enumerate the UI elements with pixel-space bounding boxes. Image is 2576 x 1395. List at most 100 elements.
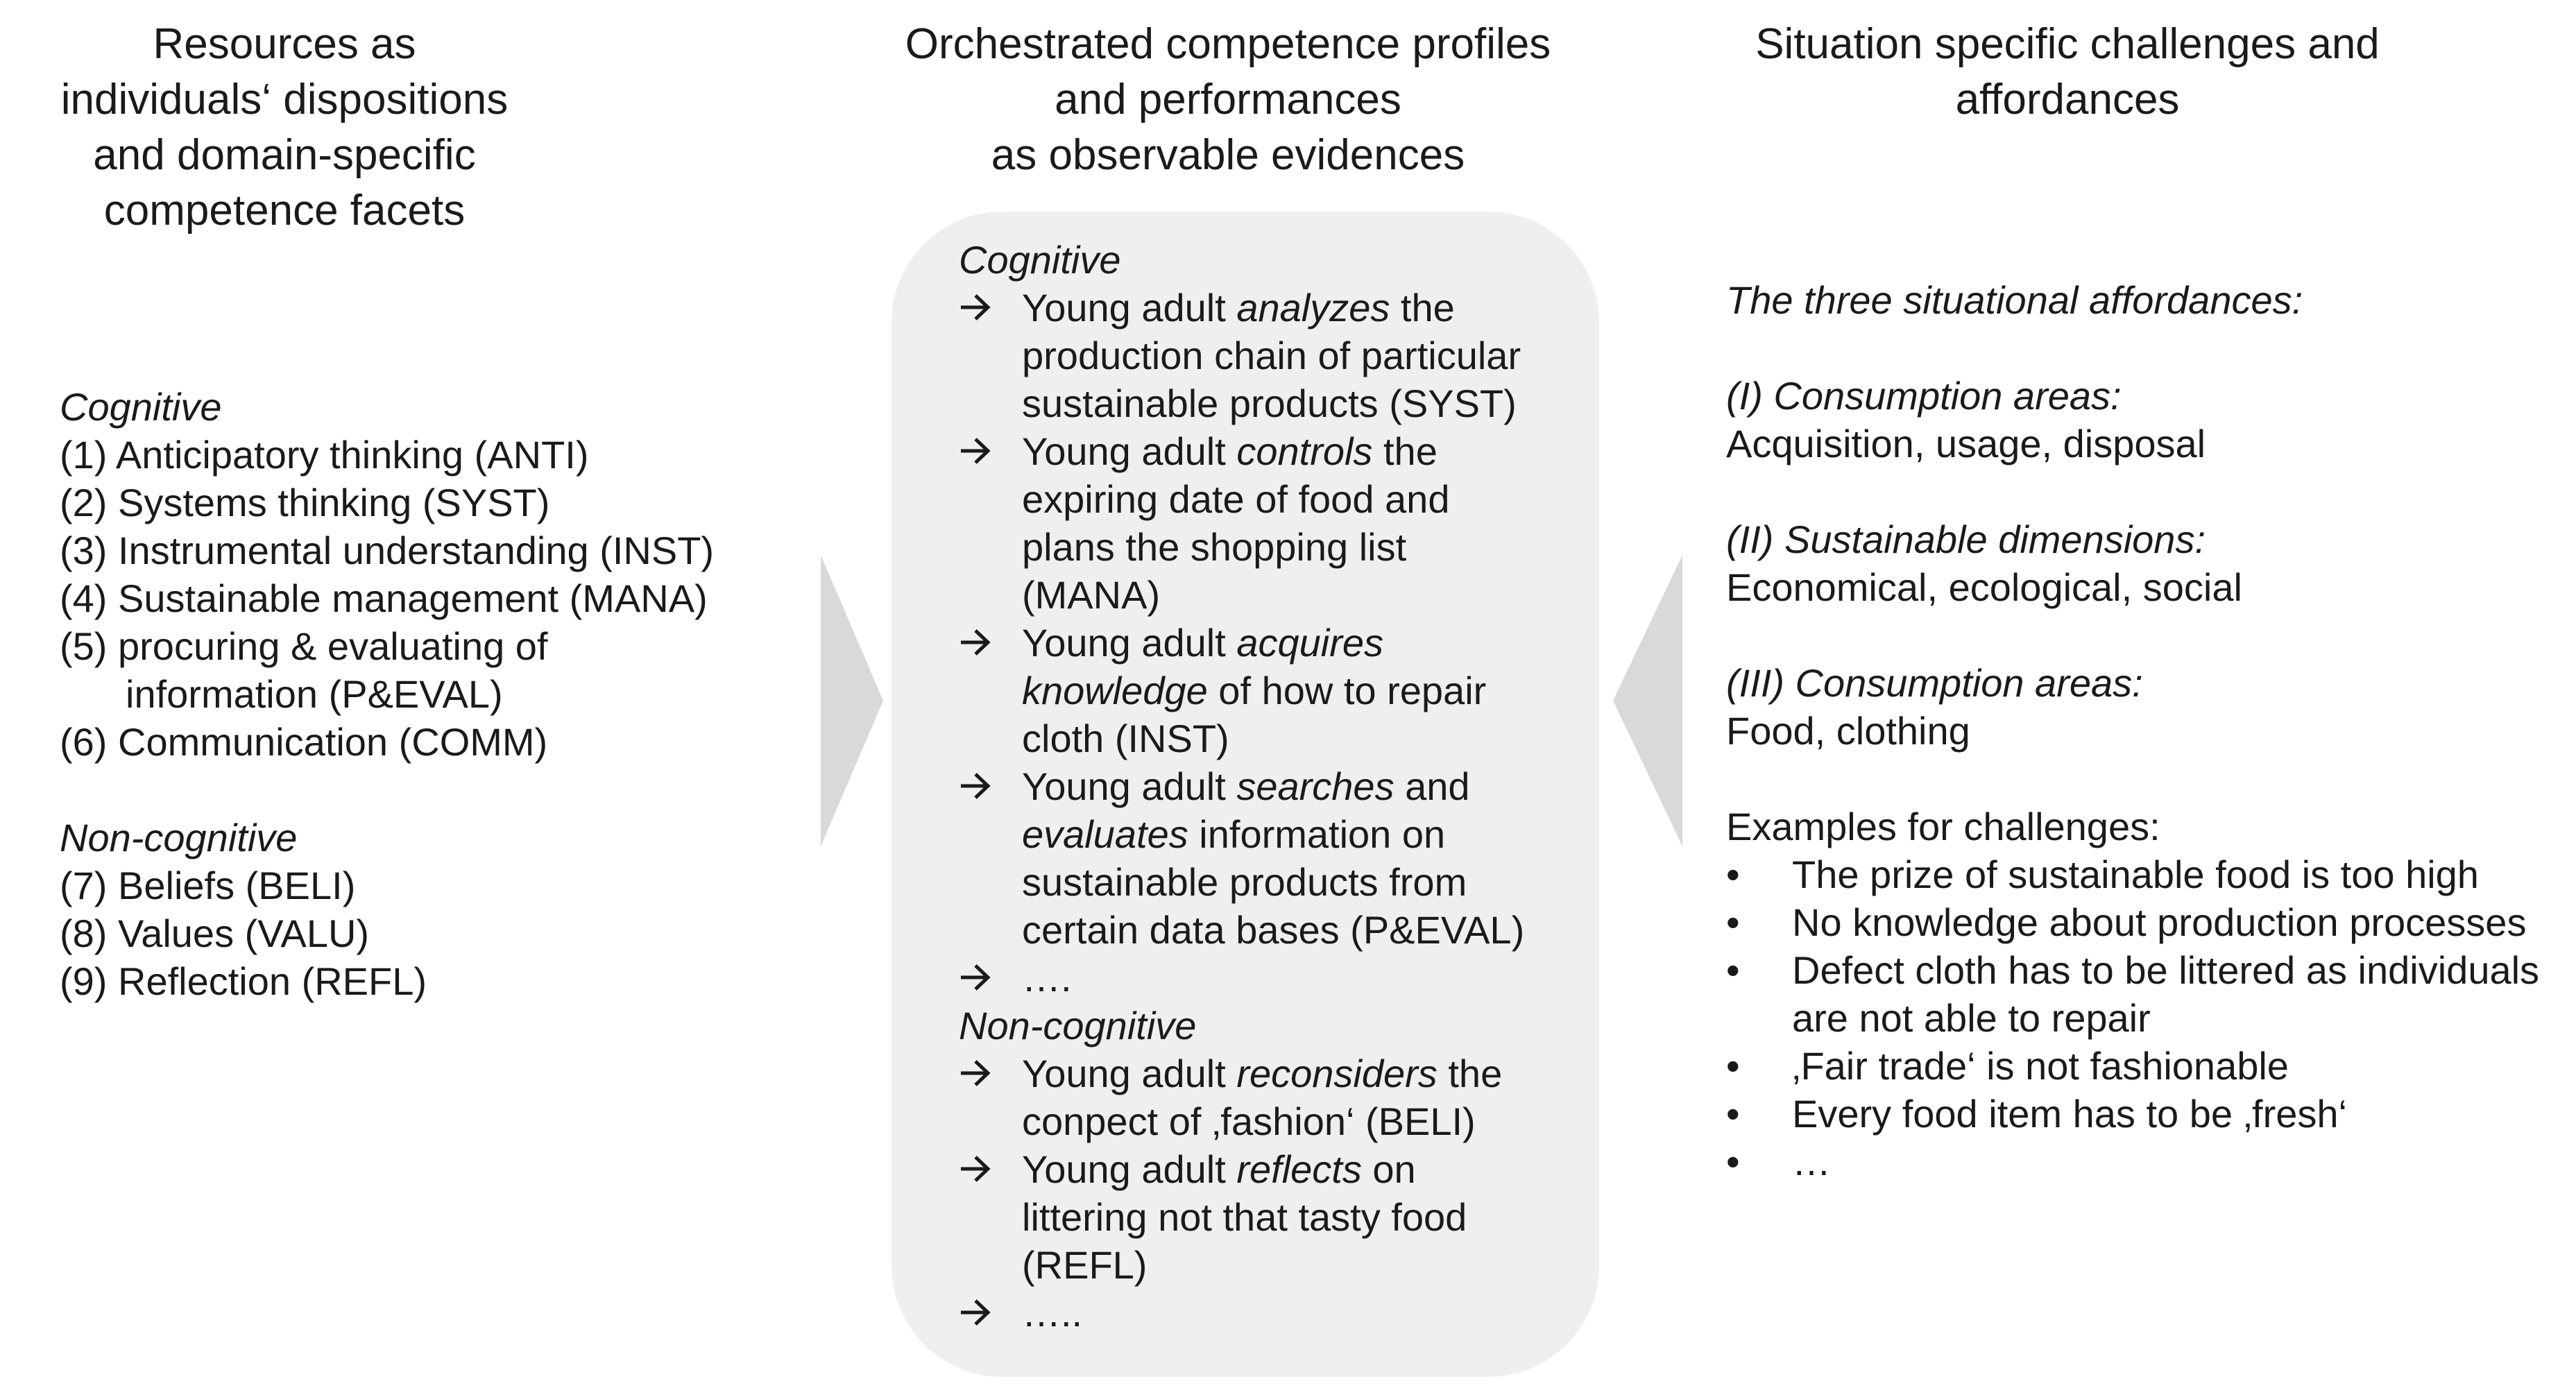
evidence-verb: knowledge [1022, 669, 1208, 712]
evidence-text: Young adult [1022, 621, 1237, 665]
evidence-text: plans the shopping list [1022, 525, 1407, 569]
challenge-item: •Every food item has to be ‚fresh‘ [1726, 1090, 2559, 1138]
resource-number: (5) [60, 624, 118, 668]
evidence-item: ….. [959, 1289, 1569, 1337]
affordances-list: The three situational affordances: (I) C… [1726, 276, 2559, 1186]
chevron-left-icon [1613, 555, 1682, 846]
resource-item: information (P&EVAL) [60, 670, 795, 718]
left-title-line: Resources as [153, 20, 416, 68]
evidence-text: ….. [1022, 1291, 1083, 1335]
resource-item: (4) Sustainable management (MANA) [60, 574, 795, 622]
evidence-text: …. [1022, 956, 1072, 1000]
left-column-title: Resources as individuals‘ dispositions and… [21, 17, 548, 239]
evidence-text: sustainable products (SYST) [1022, 382, 1517, 425]
evidence-panel [892, 212, 1599, 1377]
evidence-verb: searches [1236, 764, 1394, 808]
middle-column-title: Orchestrated competence profiles and perf… [881, 17, 1575, 183]
resource-number: (8) [60, 912, 118, 955]
resource-item: (6) Communication (COMM) [60, 718, 795, 766]
evidence-line: sustainable products (SYST) [1022, 379, 1569, 427]
middle-title-line: and performances [1055, 76, 1401, 123]
evidence-text: production chain of particular [1022, 334, 1521, 377]
evidence-text: Young adult [1022, 764, 1237, 808]
section-gap [1726, 611, 2559, 659]
right-arrow-icon [959, 619, 1003, 667]
middle-title-line: Orchestrated competence profiles [905, 20, 1551, 68]
evidence-text: expiring date of food and [1022, 477, 1450, 521]
evidence-text: conpect of ‚fashion‘ (BELI) [1022, 1099, 1476, 1143]
challenge-item: •Defect cloth has to be littered as indi… [1726, 946, 2559, 1042]
evidence-verb: controls [1236, 429, 1373, 473]
affordance-heading: (III) Consumption areas: [1726, 661, 2143, 705]
challenge-text: The prize of sustainable food is too hig… [1792, 853, 2479, 896]
affordance-values: Economical, ecological, social [1726, 565, 2242, 609]
evidence-line: (MANA) [1022, 571, 1569, 619]
resource-item: (9) Reflection (REFL) [60, 957, 795, 1005]
evidence-line: ….. [1022, 1289, 1569, 1337]
affordance-values: Acquisition, usage, disposal [1726, 422, 2206, 465]
left-noncognitive-heading: Non-cognitive [60, 816, 298, 859]
evidence-text: sustainable products from [1022, 860, 1467, 904]
evidence-line: knowledge of how to repair [1022, 667, 1569, 714]
right-arrow-icon [959, 1050, 1003, 1097]
right-arrow-icon [959, 427, 1003, 475]
resource-label: Values (VALU) [118, 912, 370, 955]
resource-label: Instrumental understanding (INST) [118, 529, 715, 572]
evidence-line: cloth (INST) [1022, 714, 1569, 762]
evidence-verb: acquires [1236, 621, 1384, 665]
left-title-line: competence facets [103, 187, 466, 234]
examples-heading: Examples for challenges: [1726, 805, 2160, 848]
resource-number: (1) [60, 433, 116, 477]
right-title-line: Situation specific challenges and [1755, 20, 2380, 68]
evidence-line: Young adult reconsiders the [1022, 1050, 1569, 1097]
bullet-icon: • [1726, 853, 1740, 896]
evidence-text: littering not that tasty food [1022, 1195, 1467, 1239]
evidence-text: (REFL) [1022, 1243, 1148, 1287]
challenge-text: ‚Fair trade‘ is not fashionable [1792, 1044, 2289, 1088]
left-noncognitive-items: (7) Beliefs (BELI)(8) Values (VALU)(9) R… [60, 862, 795, 1005]
evidence-line: Young adult analyzes the [1022, 284, 1569, 332]
evidence-text: certain data bases (P&EVAL) [1022, 908, 1525, 952]
challenge-text: Every food item has to be ‚fresh‘ [1792, 1092, 2347, 1136]
right-title-line: affordances [1955, 76, 2180, 123]
right-arrow-icon [959, 954, 1003, 1002]
evidence-line: (REFL) [1022, 1241, 1569, 1289]
affordance-values: Food, clothing [1726, 709, 1970, 753]
evidence-text: Young adult [1022, 1052, 1237, 1095]
mid-noncognitive-heading: Non-cognitive [959, 1004, 1197, 1047]
evidence-line: Young adult acquires [1022, 619, 1569, 667]
challenge-item: •‚Fair trade‘ is not fashionable [1726, 1042, 2559, 1090]
evidence-text: the [1372, 429, 1438, 473]
resource-number: (4) [60, 576, 118, 620]
evidence-line: production chain of particular [1022, 332, 1569, 379]
resource-item: (2) Systems thinking (SYST) [60, 479, 795, 527]
affordance-heading: (II) Sustainable dimensions: [1726, 517, 2206, 561]
bullet-icon: • [1726, 1140, 1740, 1183]
affordance-sections: (I) Consumption areas:Acquisition, usage… [1726, 324, 2559, 755]
right-column-title: Situation specific challenges and afforda… [1700, 17, 2435, 128]
evidence-text: and [1394, 764, 1470, 808]
resource-label: information (P&EVAL) [126, 672, 503, 716]
resource-label: Sustainable management (MANA) [118, 576, 708, 620]
evidence-line: expiring date of food and [1022, 475, 1569, 523]
right-arrow-icon [959, 1145, 1003, 1193]
evidence-item: …. [959, 954, 1569, 1002]
left-title-line: individuals‘ dispositions [60, 76, 509, 123]
left-title-line: and domain-specific [93, 131, 476, 179]
resource-item: (3) Instrumental understanding (INST) [60, 527, 795, 574]
challenge-examples: • The prize of sustainable food is too hi… [1726, 850, 2559, 1186]
left-cognitive-items: (1) Anticipatory thinking (ANTI)(2) Syst… [60, 431, 795, 766]
left-cognitive-heading: Cognitive [60, 385, 222, 429]
evidence-text: cloth (INST) [1022, 717, 1229, 760]
section-gap [1726, 324, 2559, 372]
section-gap [1726, 468, 2559, 515]
middle-title-line: as observable evidences [991, 131, 1465, 179]
resource-item: (1) Anticipatory thinking (ANTI) [60, 431, 795, 479]
evidence-line: certain data bases (P&EVAL) [1022, 906, 1569, 954]
